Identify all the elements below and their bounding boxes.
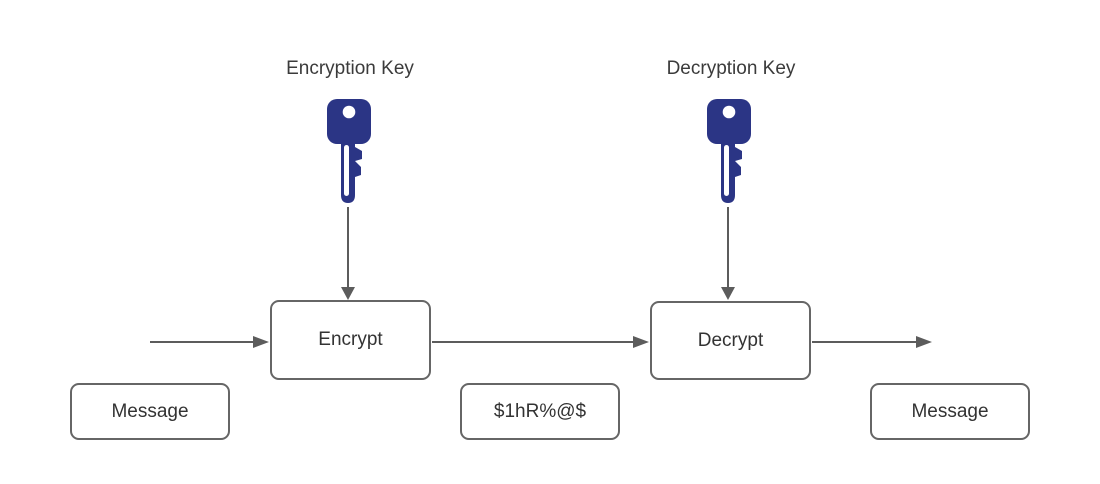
arrowhead-right-icon — [916, 336, 932, 348]
decrypt-node-label: Decrypt — [697, 329, 764, 351]
arrow-line — [150, 341, 255, 343]
encrypt-node-label: Encrypt — [318, 329, 383, 350]
arrowhead-right-icon — [253, 336, 269, 348]
key-icon — [707, 99, 751, 203]
arrow-line — [812, 341, 917, 343]
message-input-node: Message — [70, 383, 230, 440]
encryption-key-label: Encryption Key — [286, 58, 414, 79]
arrow-line — [347, 207, 349, 288]
arrowhead-down-icon — [341, 287, 355, 300]
ciphertext-node: $1hR%@$ — [460, 383, 620, 440]
encrypt-node: Encrypt — [270, 300, 431, 380]
ciphertext-label: $1hR%@$ — [493, 400, 587, 422]
arrowhead-right-icon — [633, 336, 649, 348]
arrow-line — [727, 207, 729, 288]
message-output-node: Message — [870, 383, 1030, 440]
decrypt-node: Decrypt — [650, 301, 811, 380]
message-input-label: Message — [111, 400, 189, 422]
key-icon — [327, 99, 371, 203]
decryption-key-label: Decryption Key — [666, 58, 796, 79]
message-output-label: Message — [911, 400, 989, 422]
arrow-line — [432, 341, 634, 343]
arrowhead-down-icon — [721, 287, 735, 300]
